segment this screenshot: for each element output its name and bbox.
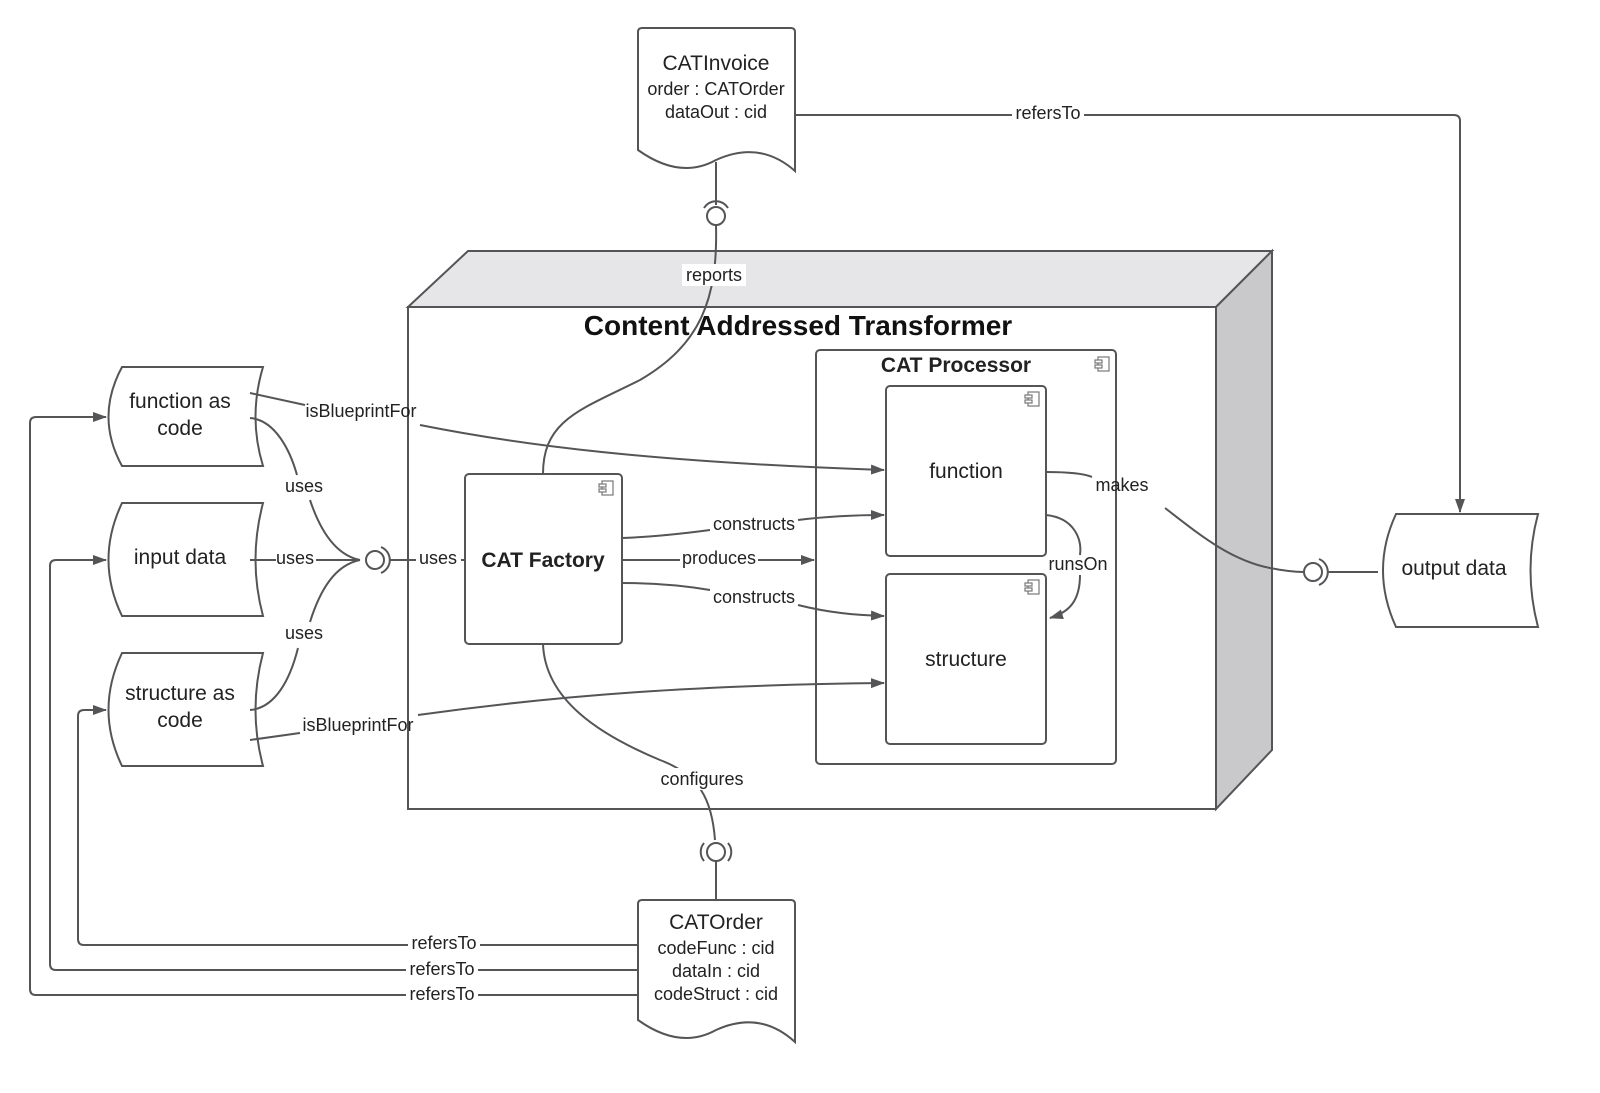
edge-uses-function[interactable]: uses <box>249 417 361 561</box>
input-data-store[interactable]: input data <box>107 502 265 617</box>
output-data-store[interactable]: output data <box>1382 513 1540 628</box>
order-name: CATOrder <box>669 911 763 934</box>
edge-label-constructs-structure: constructs <box>713 587 795 607</box>
edge-label-reports: reports <box>686 265 742 285</box>
cat-invoice-document[interactable]: CATInvoice order : CATOrder dataOut : ci… <box>637 27 796 174</box>
function-label: function <box>929 460 1003 483</box>
function-component[interactable]: function <box>885 385 1047 557</box>
edge-label-makes: makes <box>1095 475 1148 495</box>
interface-socket-icon <box>706 206 726 226</box>
edge-is-blueprint-for-function[interactable]: isBlueprintFor <box>249 392 884 470</box>
factory-uses-socket[interactable]: uses <box>365 546 465 574</box>
function-as-code-label-1: function as <box>129 390 231 413</box>
edge-label-runs-on: runsOn <box>1048 554 1107 574</box>
edge-is-blueprint-for-structure[interactable]: isBlueprintFor <box>249 683 884 741</box>
interface-socket-icon <box>706 842 726 862</box>
cat-order-document[interactable]: CATOrder codeFunc : cid dataIn : cid cod… <box>637 899 796 1045</box>
invoice-attr-order: order : CATOrder <box>647 79 784 99</box>
edge-label-produces: produces <box>682 548 756 568</box>
interface-socket-icon <box>703 200 729 209</box>
interface-socket-icon <box>1318 558 1329 586</box>
edge-constructs-function[interactable]: constructs <box>621 514 884 539</box>
edge-uses-data[interactable]: uses <box>250 548 360 568</box>
edge-constructs-structure[interactable]: constructs <box>621 582 884 616</box>
edge-label-order-refers-to-function: refersTo <box>409 984 474 1004</box>
structure-label: structure <box>925 648 1007 671</box>
edge-reports[interactable]: reports <box>542 162 746 475</box>
edge-label-uses-factory: uses <box>419 548 457 568</box>
interface-socket-icon <box>1303 562 1323 582</box>
order-attr-codestruct: codeStruct : cid <box>654 984 778 1004</box>
edge-order-refers-to-data[interactable]: refersTo <box>49 555 638 981</box>
processor-title: CAT Processor <box>881 354 1031 377</box>
edge-label-uses-structure: uses <box>285 623 323 643</box>
edge-order-refers-to-structure[interactable]: refersTo <box>77 705 638 956</box>
node-side-face <box>1215 248 1273 812</box>
edge-label-uses-data: uses <box>276 548 314 568</box>
input-data-label: input data <box>134 546 227 569</box>
edge-label-is-blueprint-for-structure: isBlueprintFor <box>302 715 413 735</box>
edge-label-invoice-refers-to: refersTo <box>1015 103 1080 123</box>
structure-as-code-label-2: code <box>157 709 203 732</box>
cat-factory[interactable]: CAT Factory <box>464 473 623 645</box>
edge-label-uses-function: uses <box>285 476 323 496</box>
edge-label-is-blueprint-for-function: isBlueprintFor <box>305 401 416 421</box>
invoice-attr-dataout: dataOut : cid <box>665 102 767 122</box>
structure-as-code-label-1: structure as <box>125 682 235 705</box>
structure-component[interactable]: structure <box>885 573 1047 745</box>
interface-socket-icon <box>365 550 385 570</box>
function-as-code-label-2: code <box>157 417 203 440</box>
invoice-name: CATInvoice <box>663 52 770 75</box>
node-title: Content Addressed Transformer <box>584 310 1012 341</box>
function-as-code-store[interactable]: function as code <box>107 366 265 467</box>
edge-invoice-refers-to[interactable]: refersTo <box>795 103 1465 513</box>
edge-label-constructs-function: constructs <box>713 514 795 534</box>
structure-as-code-store[interactable]: structure as code <box>107 652 265 767</box>
edge-order-refers-to-function[interactable]: refersTo <box>29 412 638 1006</box>
edge-makes[interactable]: makes <box>1045 471 1378 586</box>
factory-label: CAT Factory <box>481 549 605 572</box>
edge-label-order-refers-to-structure: refersTo <box>411 933 476 953</box>
edge-label-order-refers-to-data: refersTo <box>409 959 474 979</box>
edge-configures[interactable]: configures <box>542 643 749 900</box>
interface-socket-icon <box>699 842 733 862</box>
interface-socket-icon <box>380 546 391 574</box>
order-attr-datain: dataIn : cid <box>672 961 760 981</box>
edge-produces[interactable]: produces <box>622 548 814 568</box>
node-top-face <box>405 250 1275 308</box>
edge-runs-on[interactable]: runsOn <box>1046 514 1108 618</box>
order-attr-codefunc: codeFunc : cid <box>657 938 774 958</box>
output-data-label: output data <box>1401 557 1506 580</box>
edge-uses-structure[interactable]: uses <box>249 559 361 711</box>
edge-label-configures: configures <box>660 769 743 789</box>
